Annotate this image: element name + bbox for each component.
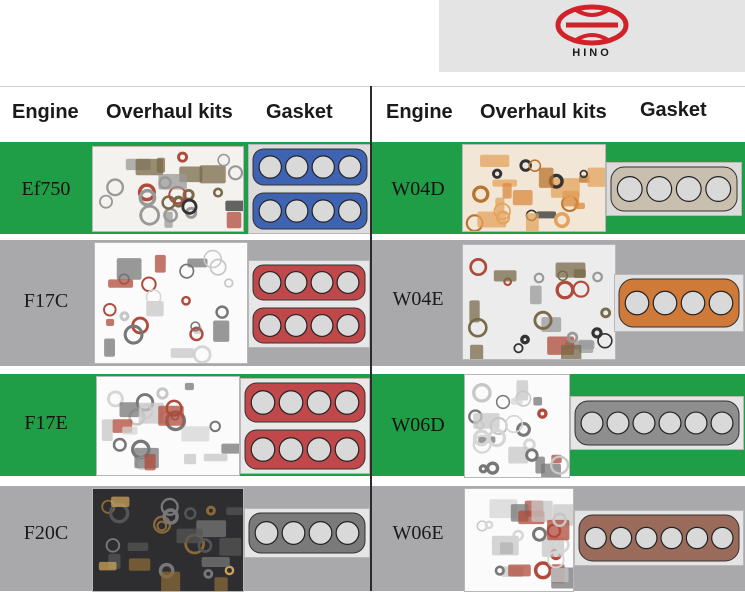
header-gasket-right: Gasket: [640, 99, 707, 121]
table-header: Engine Overhaul kits Gasket Engine Overh…: [0, 86, 745, 141]
overhaul-kit-photo: [464, 374, 570, 478]
engine-left: F17C: [23, 290, 69, 312]
engine-right: W06E: [392, 522, 444, 544]
column-divider: [370, 86, 372, 591]
overhaul-kit-photo: [94, 242, 248, 364]
gasket-photo: [244, 508, 370, 558]
header-kits-right: Overhaul kits: [480, 101, 607, 123]
overhaul-kit-photo: [92, 146, 244, 232]
gasket-photo: [574, 510, 744, 566]
hino-logo: HINO: [439, 0, 745, 72]
overhaul-kit-photo: [464, 488, 574, 592]
gasket-photo: [570, 396, 744, 450]
table-row: F17E W06D: [0, 374, 745, 478]
engine-left: Ef750: [21, 178, 71, 200]
engine-right: W06D: [391, 414, 445, 436]
table-row: F20C W06E: [0, 486, 745, 592]
engine-right: W04E: [392, 288, 444, 310]
gasket-photo: [606, 162, 742, 216]
gasket-photo: [248, 144, 372, 234]
gasket-photo: [240, 378, 370, 474]
gasket-photo: [248, 260, 370, 348]
engine-left: F17E: [24, 412, 68, 434]
overhaul-kit-photo: [462, 244, 616, 360]
engine-left: F20C: [23, 522, 69, 544]
overhaul-kit-photo: [462, 144, 606, 232]
gasket-photo: [614, 274, 744, 332]
table-row: F17C W04E: [0, 240, 745, 366]
engine-right: W04D: [391, 178, 445, 200]
hino-h-mark-icon: [554, 4, 630, 46]
hino-logo-text: HINO: [572, 47, 612, 59]
header-engine-left: Engine: [12, 101, 79, 123]
overhaul-kit-photo: [96, 376, 240, 476]
overhaul-kit-photo: [92, 488, 244, 592]
header-kits-left: Overhaul kits: [106, 101, 233, 123]
header-engine-right: Engine: [386, 101, 453, 123]
header-gasket-left: Gasket: [266, 101, 333, 123]
table-row: Ef750 W04D: [0, 142, 745, 234]
